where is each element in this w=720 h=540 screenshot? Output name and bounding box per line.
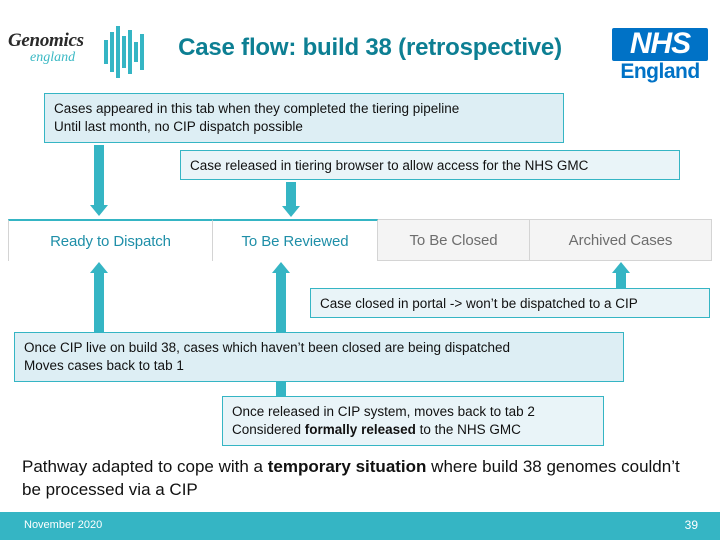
callout-moves-line2: Considered formally released to the NHS … bbox=[232, 421, 595, 439]
callout-moves-line2-pre: Considered bbox=[232, 422, 305, 437]
summary-note: Pathway adapted to cope with a temporary… bbox=[22, 455, 692, 501]
logo-secondary-text: england bbox=[30, 50, 76, 65]
callout-closed-line1: Case closed in portal -> won’t be dispat… bbox=[320, 296, 638, 311]
nhs-logo-subtext: England bbox=[620, 60, 700, 83]
callout-moves-line2-bold: formally released bbox=[304, 422, 416, 437]
nhs-logo-text: NHS bbox=[629, 27, 691, 60]
callout-tiering-line1: Cases appeared in this tab when they com… bbox=[54, 101, 460, 116]
arrow-down-to-be-reviewed bbox=[282, 182, 300, 218]
slide-footer: November 2020 39 bbox=[0, 512, 720, 540]
tab-to-be-closed[interactable]: To Be Closed bbox=[378, 219, 530, 261]
callout-tiering-pipeline: Cases appeared in this tab when they com… bbox=[44, 93, 564, 143]
callout-cip-live-line2: Moves cases back to tab 1 bbox=[24, 358, 184, 373]
callout-moves-back: Once released in CIP system, moves back … bbox=[222, 396, 604, 446]
arrow-down-ready-to-dispatch bbox=[90, 145, 108, 217]
callout-released-line1: Case released in tiering browser to allo… bbox=[190, 158, 589, 173]
arrow-up-to-be-closed bbox=[612, 262, 630, 292]
tab-archived-cases[interactable]: Archived Cases bbox=[530, 219, 712, 261]
tab-bar[interactable]: Ready to Dispatch To Be Reviewed To Be C… bbox=[8, 219, 712, 261]
callout-cip-live: Once CIP live on build 38, cases which h… bbox=[14, 332, 624, 382]
footer-page-number: 39 bbox=[684, 518, 698, 532]
callout-cip-live-line1: Once CIP live on build 38, cases which h… bbox=[24, 340, 511, 355]
summary-note-post: where build 38 genomes couldn’t be proce… bbox=[22, 457, 680, 499]
genomics-england-logo: Genomics england bbox=[8, 26, 144, 78]
callout-tiering-line2: Until last month, no CIP dispatch possib… bbox=[54, 119, 303, 134]
callout-moves-line2-post: to the NHS GMC bbox=[415, 422, 521, 437]
tab-to-be-reviewed[interactable]: To Be Reviewed bbox=[213, 219, 378, 261]
tab-ready-to-dispatch[interactable]: Ready to Dispatch bbox=[8, 219, 213, 261]
logo-bars-icon bbox=[104, 26, 144, 78]
logo-primary-text: Genomics bbox=[8, 30, 84, 51]
callout-case-released: Case released in tiering browser to allo… bbox=[180, 150, 680, 180]
summary-note-pre: Pathway adapted to cope with a bbox=[22, 457, 268, 476]
nhs-england-logo: NHS England bbox=[612, 27, 708, 83]
summary-note-bold: temporary situation bbox=[267, 457, 427, 476]
arrow-up-ready-to-dispatch bbox=[90, 262, 108, 332]
footer-date: November 2020 bbox=[24, 519, 103, 531]
callout-case-closed: Case closed in portal -> won’t be dispat… bbox=[310, 288, 710, 318]
page-title: Case flow: build 38 (retrospective) bbox=[178, 34, 562, 61]
nhs-logo-box: NHS bbox=[612, 27, 708, 61]
callout-moves-line1: Once released in CIP system, moves back … bbox=[232, 404, 535, 419]
